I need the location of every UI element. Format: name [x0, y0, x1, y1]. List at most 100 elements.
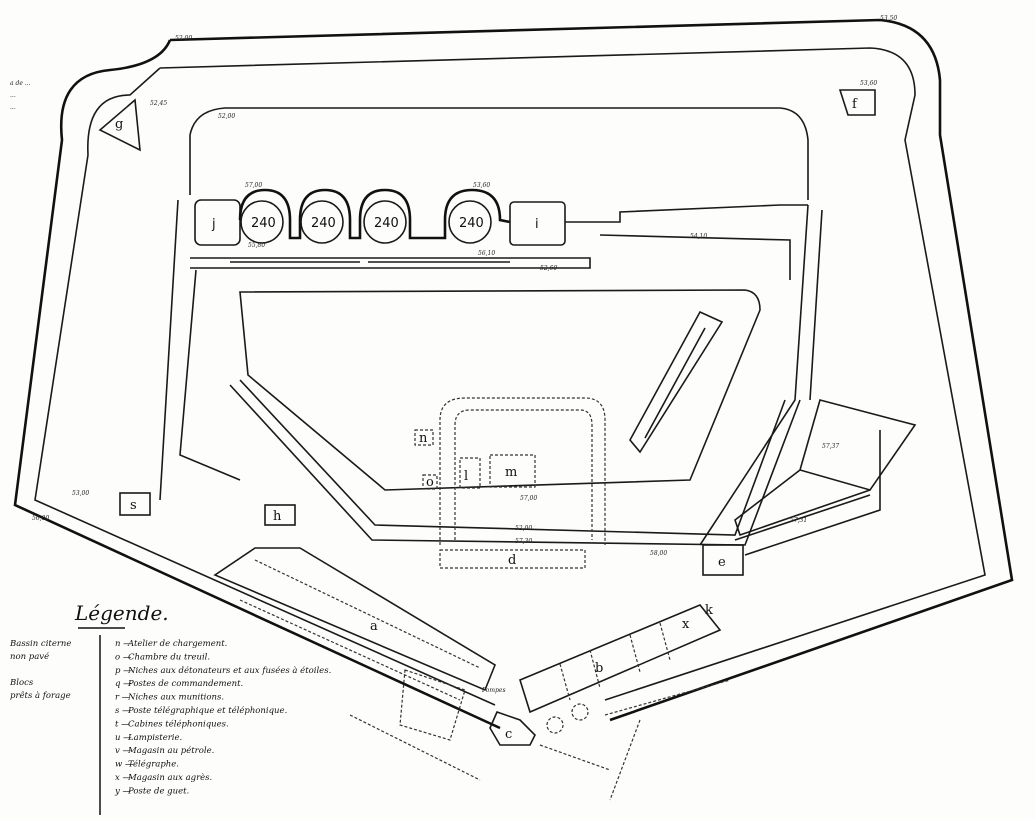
path-dashed — [539, 679, 731, 801]
legend-key: t — — [115, 719, 130, 729]
gun-pit — [240, 200, 284, 244]
legend-item-text: Niches aux munitions. — [127, 693, 224, 703]
label-d: d — [508, 553, 516, 568]
elevation: 58,00 — [650, 550, 667, 557]
elevation: 52,00 — [515, 525, 532, 532]
battery-walk — [190, 257, 591, 269]
elevation: 53,50 — [880, 15, 897, 22]
bastion-g — [98, 98, 141, 152]
legend-item-text: Atelier de chargement. — [127, 639, 227, 649]
label-m: m — [505, 465, 517, 480]
legend-key: q — — [115, 679, 132, 689]
label-n: n — [419, 431, 428, 446]
legend-note: Bassin citerne — [9, 639, 71, 649]
gun-pit — [448, 200, 492, 244]
elevation: 57,37 — [822, 443, 839, 450]
outer-wall — [13, 18, 1014, 730]
label-e: e — [718, 555, 726, 570]
gun-emplacements — [238, 188, 511, 240]
right-rampart — [699, 204, 823, 546]
side-note-line: a de ... — [10, 80, 31, 87]
building-b — [519, 604, 722, 714]
elevations: 52,00 53,50 52,45 52,00 53,60 57,00 53,6… — [32, 15, 897, 557]
right-battery — [565, 204, 808, 280]
label-a: a — [370, 619, 378, 634]
side-note-line: ... — [10, 104, 16, 111]
structure-e — [702, 544, 744, 576]
gun-label: 240 — [459, 216, 484, 231]
label-x: x — [682, 617, 690, 632]
legend-note: non pavé — [10, 651, 49, 662]
elevation: 53,00 — [72, 490, 89, 497]
building-a-divider — [254, 559, 481, 669]
building-b-rooms — [559, 622, 671, 701]
outwork-dashed — [239, 599, 481, 781]
structure-s — [119, 492, 151, 516]
legend-key: s — — [115, 706, 131, 716]
legend-key: y — — [114, 786, 132, 796]
room-o — [422, 474, 438, 490]
legend-item-text: Poste de guet. — [127, 786, 189, 796]
elevation: 55,80 — [248, 242, 265, 249]
cistern — [571, 703, 589, 721]
legend-item-text: Cabines téléphoniques. — [128, 718, 229, 729]
legend-key: u — — [115, 733, 132, 743]
legend-item-text: Postes de commandement. — [127, 679, 243, 689]
legend: Légende. Bassin citerne non pavé Blocs p… — [9, 601, 331, 815]
legend-note: prêts à forage — [10, 690, 71, 701]
label-s: s — [130, 498, 137, 513]
label-j: j — [211, 217, 216, 232]
label-f: f — [852, 97, 858, 112]
elevation: 57,30 — [515, 538, 532, 545]
central-enclosure-inner — [454, 409, 593, 540]
structure-d — [439, 549, 586, 569]
gun-label: 240 — [374, 216, 399, 231]
courtyard — [239, 289, 761, 491]
gun-label: 240 — [251, 216, 276, 231]
legend-key: o — — [115, 652, 132, 662]
label-l: l — [464, 469, 468, 484]
room-n — [414, 429, 434, 446]
legend-item-text: Poste télégraphique et téléphonique. — [127, 705, 287, 716]
inner-rampart — [189, 107, 809, 200]
label-b: b — [595, 661, 603, 676]
elevation: 52,00 — [218, 113, 235, 120]
legend-key: x — — [115, 773, 131, 783]
building-a — [213, 547, 496, 692]
legend-key: n — — [115, 639, 132, 649]
gun-pit — [363, 200, 407, 244]
label-i: i — [535, 217, 539, 232]
legend-key: p — — [115, 666, 132, 676]
legend-item-text: Chambre du treuil. — [128, 652, 210, 662]
shelter-i — [509, 201, 566, 246]
label-h: h — [273, 509, 282, 524]
elevation: 52,60 — [540, 265, 557, 272]
gun-pit — [300, 200, 344, 244]
traverse — [629, 310, 724, 454]
label-o: o — [426, 475, 434, 490]
elevation: 57,00 — [520, 495, 537, 502]
elevation: 56,10 — [478, 250, 495, 257]
label-pumps: Pompes — [481, 687, 506, 694]
label-k: k — [705, 603, 713, 618]
legend-item-text: Lampisterie. — [127, 733, 182, 743]
elevation: 53,60 — [473, 182, 490, 189]
outer-wall-inner — [34, 47, 986, 706]
shelter-j — [194, 199, 241, 246]
structure-h — [264, 504, 296, 526]
courtyard-wall — [239, 379, 786, 536]
elevation: 52,45 — [150, 100, 167, 107]
bastion-f — [838, 89, 876, 116]
legend-item-text: Magasin au pétrole. — [127, 745, 214, 756]
central-enclosure — [439, 397, 606, 545]
elevation: 53,60 — [860, 80, 877, 87]
legend-note: Blocs — [9, 678, 34, 688]
elevation: 57,00 — [245, 182, 262, 189]
legend-title: Légende. — [74, 601, 169, 625]
elevation: 54,10 — [690, 233, 707, 240]
cistern — [546, 716, 564, 734]
right-casemate-2 — [734, 430, 881, 556]
legend-item-text: Magasin aux agrès. — [127, 772, 212, 783]
legend-key: v — — [115, 746, 132, 756]
